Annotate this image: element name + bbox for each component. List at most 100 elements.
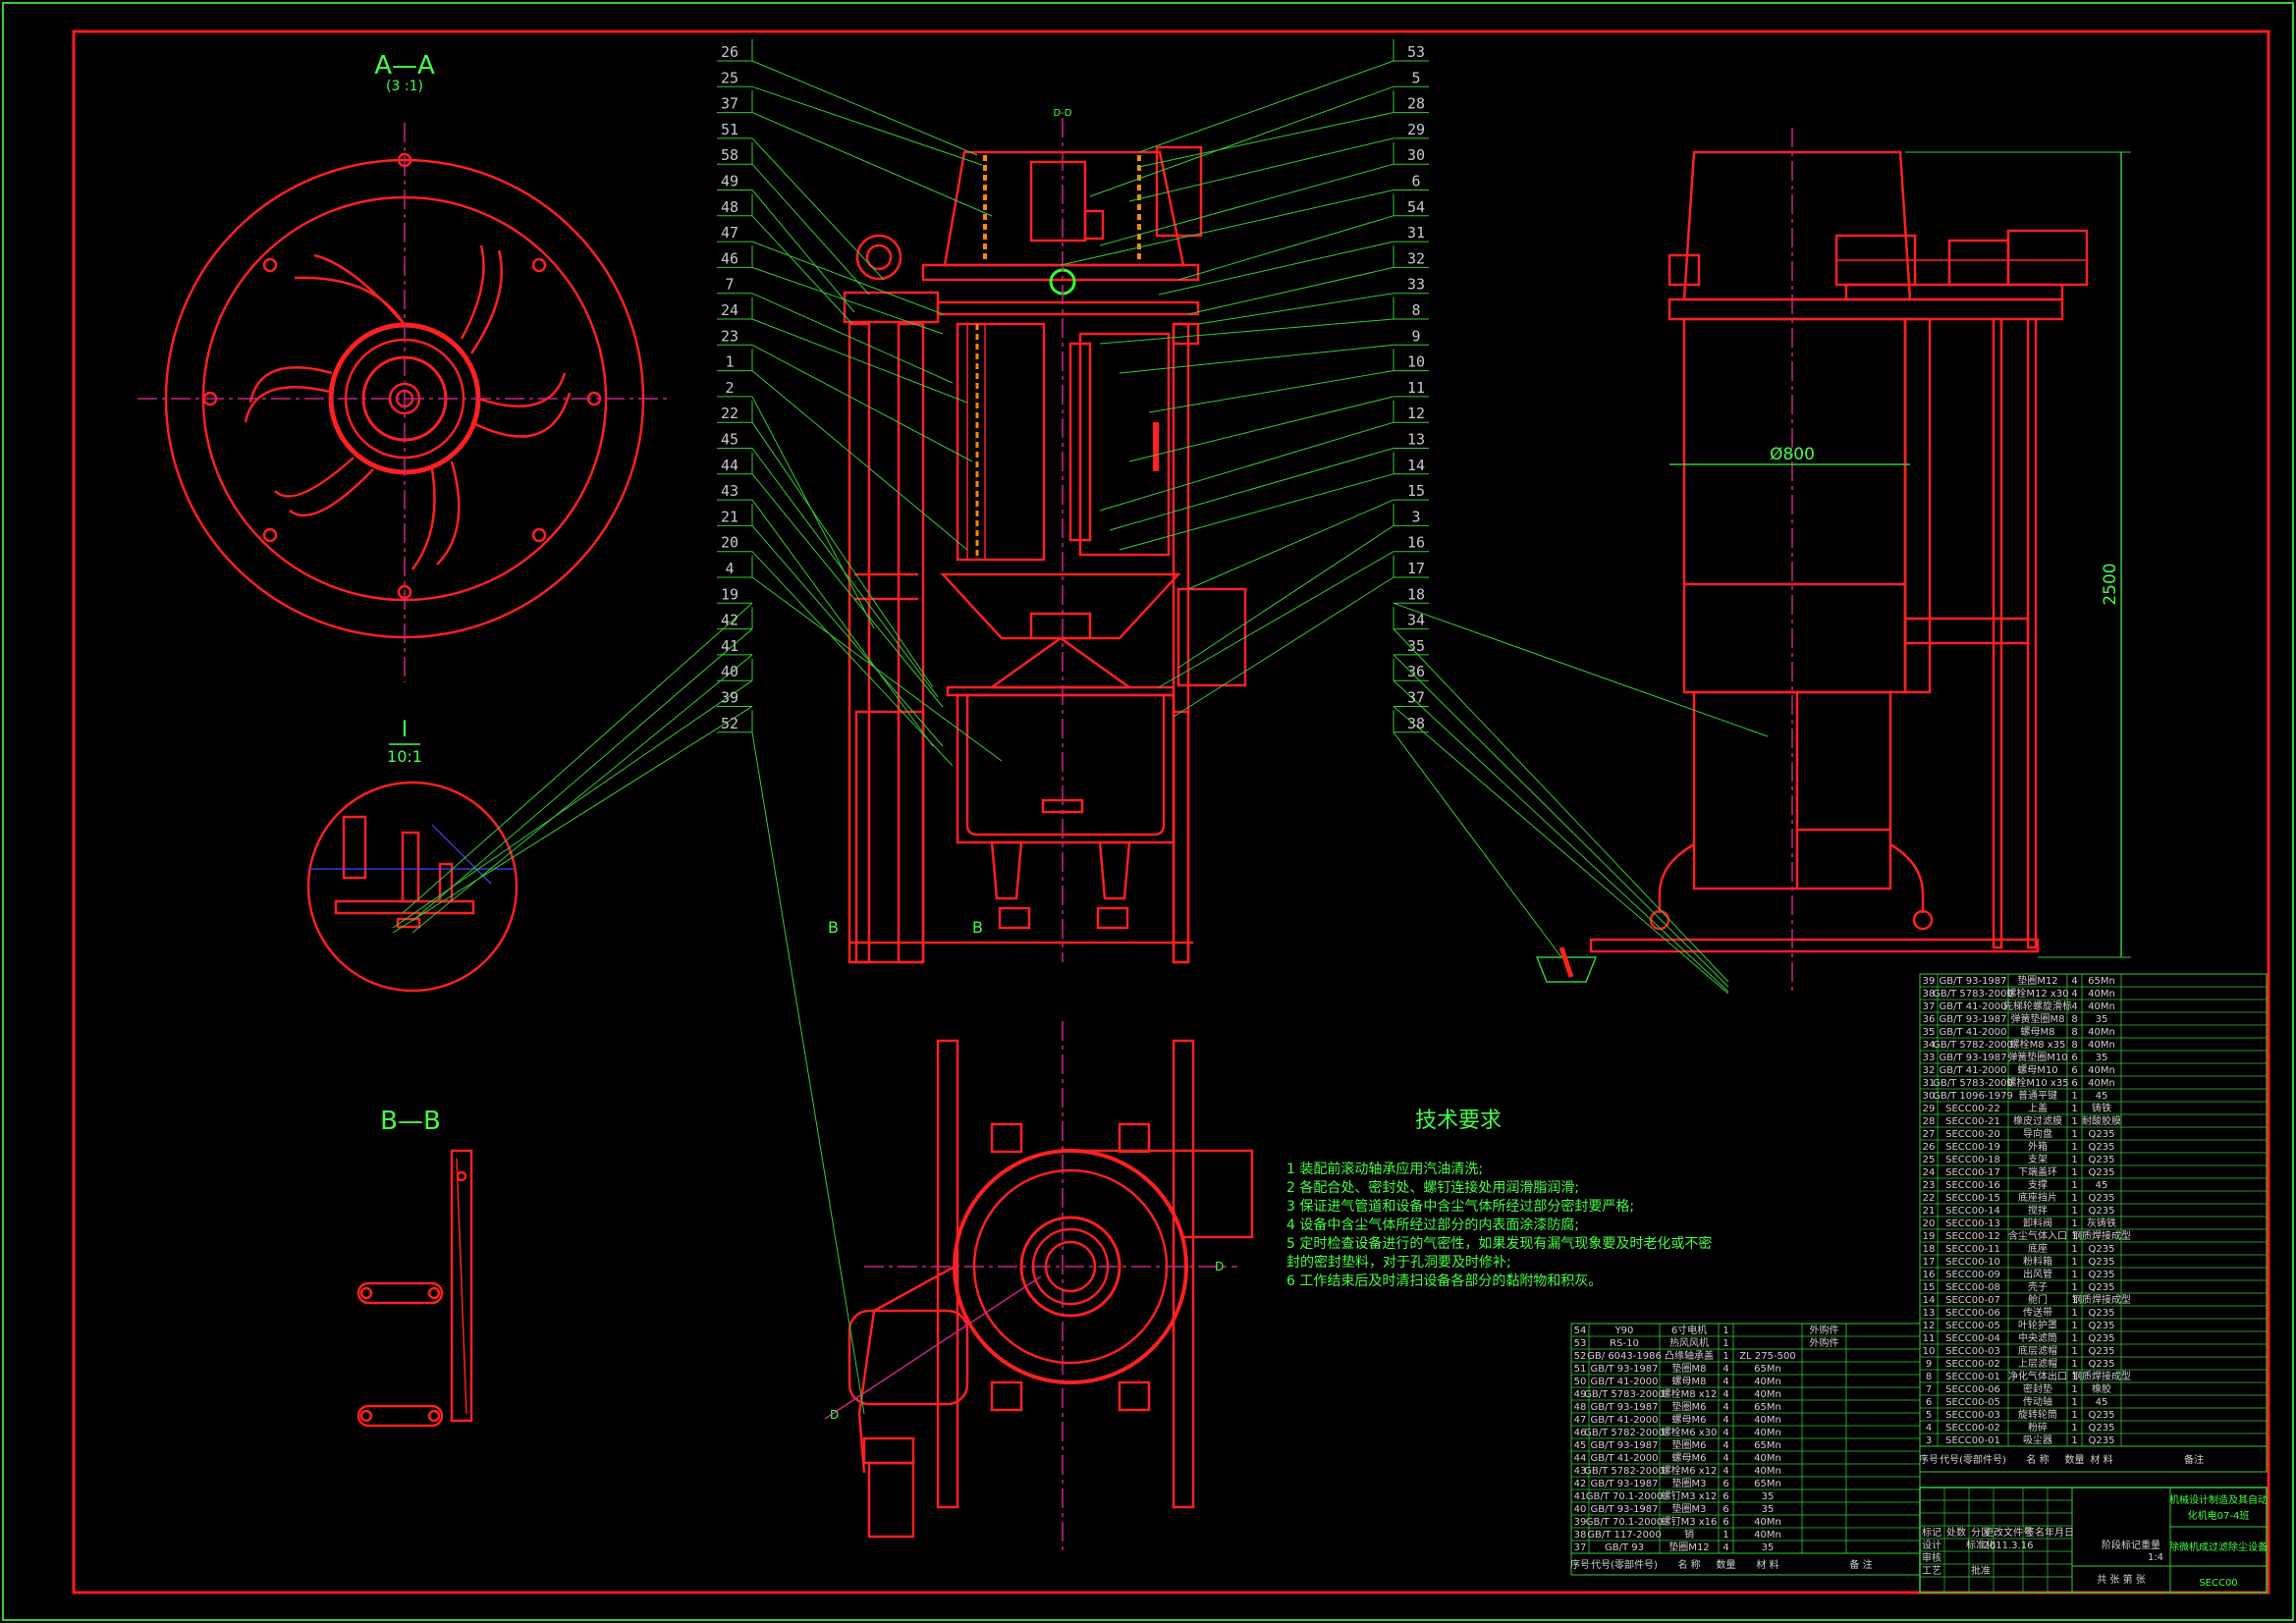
bom-right-cell: 40Mn <box>2088 989 2115 1000</box>
bom-right-cell: 旋转轮筒 <box>2018 1408 2057 1421</box>
bom-left-cell: Y90 <box>1614 1325 1634 1336</box>
bom-right-cell: SECC00-17 <box>1945 1167 2000 1178</box>
bom-right-cell: 8 <box>2071 1027 2077 1038</box>
bom-right-cell: Q235 <box>2089 1206 2115 1217</box>
bom-right-cell: Q235 <box>2089 1333 2115 1344</box>
bom-right-cell: 30 <box>1923 1091 1936 1102</box>
bom-right-cell: 底层滤帽 <box>2018 1344 2057 1357</box>
bom-left-cell: 40Mn <box>1754 1517 1781 1528</box>
bom-right-cell: 4 <box>1926 1423 1932 1434</box>
bom-left-cell: 垫圈M3 <box>1672 1477 1707 1489</box>
bom-right-cell: 铸铁 <box>2092 1102 2111 1114</box>
balloon-right-5: 5 <box>1411 69 1420 86</box>
bom-right-cell: 1 <box>2071 1206 2077 1217</box>
bom-right-cell: SECC00-01 <box>1945 1372 2000 1382</box>
bom-left-cell: 40Mn <box>1754 1377 1781 1387</box>
bom-right-cell: 33 <box>1923 1053 1936 1063</box>
balloon-right-14: 14 <box>1407 457 1425 474</box>
balloon-right-15: 15 <box>1407 482 1425 500</box>
section-aa-view <box>137 123 668 682</box>
bom-left-header: 备 注 <box>1849 1558 1872 1571</box>
bom-right-cell: 8 <box>2071 1014 2077 1025</box>
bom-right-cell: 9 <box>1926 1359 1932 1370</box>
top-plan-view <box>824 1021 1254 1551</box>
bom-left-cell: 1 <box>1722 1325 1728 1336</box>
bom-right-cell: 35 <box>2096 1014 2108 1025</box>
bom-left-cell: 1 <box>1722 1338 1728 1349</box>
bom-right-cell: 舱门 <box>2028 1293 2048 1306</box>
side-elevation-view <box>1535 128 2089 992</box>
bom-right-cell: 橡胶 <box>2092 1382 2111 1395</box>
bom-right-cell: SECC00-21 <box>1945 1116 2000 1127</box>
balloon-right-30: 30 <box>1407 146 1425 164</box>
balloon-right-28: 28 <box>1407 95 1425 113</box>
stage-label: 阶段标记 <box>2102 1539 2141 1551</box>
leader-lines <box>392 38 1769 1415</box>
bom-right-cell: 粉料箱 <box>2023 1255 2052 1268</box>
bom-right-cell: 出风管 <box>2023 1268 2052 1280</box>
bom-right-cell: Q235 <box>2089 1257 2115 1268</box>
balloon-left-22: 22 <box>721 405 738 422</box>
bom-left-cell: 51 <box>1574 1364 1587 1375</box>
balloon-left-24: 24 <box>721 301 738 319</box>
bom-right-cell: SECC00-15 <box>1945 1193 2000 1204</box>
bom-left-cell: 垫圈M12 <box>1668 1541 1709 1553</box>
bom-right-cell: 1 <box>2071 1218 2077 1229</box>
d-mark-bottom: D <box>830 1408 839 1422</box>
bom-right-cell: 1 <box>2071 1129 2077 1140</box>
bom-right-cell: Q235 <box>2089 1346 2115 1357</box>
balloon-left-44: 44 <box>721 457 738 474</box>
bom-right-cell: 8 <box>2071 1040 2077 1051</box>
bom-right-cell: 40Mn <box>2088 1001 2115 1012</box>
bom-right-cell: 40Mn <box>2088 1065 2115 1076</box>
bom-left-cell: 螺栓M6 x30 <box>1662 1426 1718 1438</box>
bom-right-cell: 37 <box>1923 1001 1936 1012</box>
bom-left-cell: 37 <box>1574 1542 1587 1553</box>
bom-right-cell: 上盖 <box>2028 1102 2048 1114</box>
bom-right-cell: SECC00-02 <box>1945 1423 2000 1434</box>
bom-right-cell: 11 <box>1923 1333 1936 1344</box>
bom-left-header: 名 称 <box>1677 1558 1700 1571</box>
tech-requirements-list: 1 装配前滚动轴承应用汽油清洗;2 各配合处、密封处、螺钉连接处用润滑脂润滑;3… <box>1286 1161 1712 1289</box>
bom-right-cell: 1 <box>2071 1346 2077 1357</box>
balloon-left-7: 7 <box>725 276 734 294</box>
standard-label: 标准化 <box>1966 1539 1995 1551</box>
bom-left-cell: 垫圈M3 <box>1672 1502 1707 1515</box>
bom-right-cell: 38 <box>1923 989 1936 1000</box>
bom-right-cell: GB/T 1096-1979 <box>1933 1091 2013 1102</box>
balloon-left-26: 26 <box>721 43 738 61</box>
bom-left-cell: 螺母M8 <box>1672 1376 1707 1387</box>
bom-right-cell: 耐酸胶膜 <box>2082 1114 2121 1127</box>
tech-line-6: 封的密封垫料，对于孔洞要及时修补; <box>1286 1254 1511 1271</box>
bom-right-cell: 传动轴 <box>2023 1395 2052 1408</box>
bom-right-cell: SECC00-03 <box>1945 1410 2000 1421</box>
bom-left-cell: GB/T 93-1987 <box>1590 1402 1658 1413</box>
balloon-right-36: 36 <box>1407 663 1425 680</box>
balloon-right-8: 8 <box>1411 301 1420 319</box>
bom-right-cell: SECC00-07 <box>1945 1295 2000 1306</box>
bom-left-cell: 40 <box>1574 1504 1587 1515</box>
bom-left-cell: 65Mn <box>1754 1364 1781 1375</box>
balloon-right-3: 3 <box>1411 508 1420 525</box>
bom-left-cell: 41 <box>1574 1491 1587 1502</box>
tech-line-4: 4 设备中含尘气体所经过部分的内表面涂漆防腐; <box>1286 1217 1579 1233</box>
bom-right-cell: 26 <box>1923 1142 1936 1153</box>
balloon-left-4: 4 <box>725 560 734 577</box>
balloon-left-21: 21 <box>721 508 738 525</box>
bom-left-cell: 螺栓M8 x12 <box>1662 1387 1718 1400</box>
bom-right-cell: 45 <box>2096 1180 2108 1191</box>
bom-left-cell: 65Mn <box>1754 1440 1781 1451</box>
bom-left-cell: 44 <box>1574 1453 1587 1464</box>
inner-frame <box>72 29 2270 1595</box>
balloon-left-2: 2 <box>725 379 734 397</box>
bom-right-cell: 传送带 <box>2023 1306 2052 1319</box>
bom-left-cell: 螺母M6 <box>1672 1414 1707 1426</box>
bom-right-cell: 40Mn <box>2088 1027 2115 1038</box>
bom-right-cell: 支架 <box>2028 1154 2048 1165</box>
balloon-right-18: 18 <box>1407 585 1425 603</box>
aa-title: A—A <box>374 51 435 81</box>
bom-right-cell: 吸尘器 <box>2023 1434 2052 1446</box>
balloon-right-29: 29 <box>1407 121 1425 138</box>
date-value: 2011.3.16 <box>1984 1541 2034 1551</box>
bom-right-cell: SECC00-12 <box>1945 1231 2000 1242</box>
